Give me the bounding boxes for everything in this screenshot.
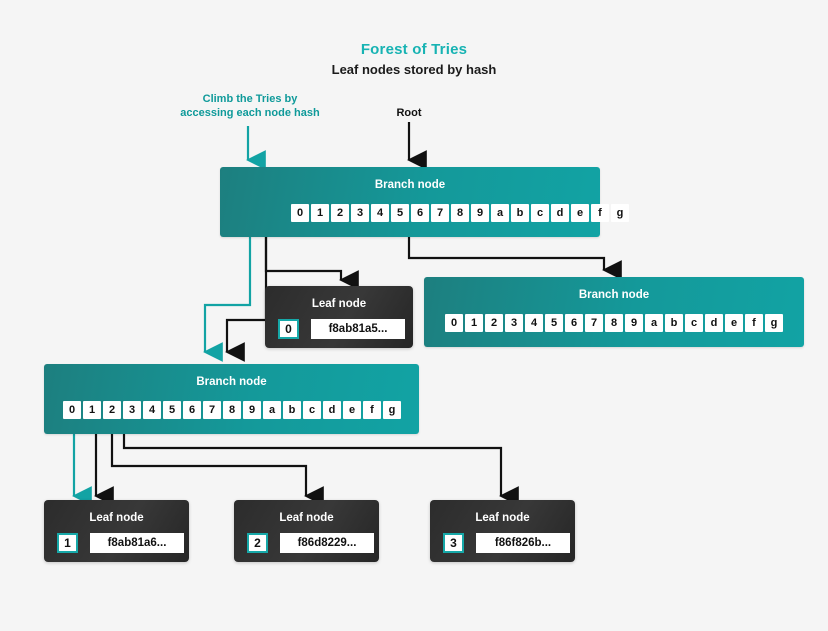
leaf-node-row: 0 f8ab81a5... xyxy=(278,319,405,339)
branch-cell-2[interactable]: 2 xyxy=(103,401,121,419)
branch-cell-4[interactable]: 4 xyxy=(525,314,543,332)
leaf-node-row: 3 f86f826b... xyxy=(443,533,570,553)
branch-cell-2[interactable]: 2 xyxy=(485,314,503,332)
branch-cell-8[interactable]: 8 xyxy=(223,401,241,419)
leaf-hash-value[interactable]: f8ab81a5... xyxy=(311,319,405,339)
leaf-node-row: 2 f86d8229... xyxy=(247,533,374,553)
branch-cell-6[interactable]: 6 xyxy=(411,204,429,222)
wire-root-cell0-to-left-branch xyxy=(203,228,252,362)
branch-cell-c[interactable]: c xyxy=(303,401,321,419)
branch-cell-5[interactable]: 5 xyxy=(545,314,563,332)
leaf-index-cell[interactable]: 3 xyxy=(443,533,464,553)
branch-cell-7[interactable]: 7 xyxy=(203,401,221,419)
branch-cell-9[interactable]: 9 xyxy=(243,401,261,419)
leaf-node-title: Leaf node xyxy=(311,298,367,310)
branch-cell-b[interactable]: b xyxy=(665,314,683,332)
branch-cell-2[interactable]: 2 xyxy=(331,204,349,222)
leaf-hash-value[interactable]: f86d8229... xyxy=(280,533,374,553)
branch-cell-row: 0 1 2 3 4 5 6 7 8 9 a b c d e f g xyxy=(445,314,783,332)
wire-left-cell2-to-leaf2 xyxy=(110,427,324,506)
branch-cell-5[interactable]: 5 xyxy=(163,401,181,419)
branch-cell-f[interactable]: f xyxy=(363,401,381,419)
branch-cell-d[interactable]: d xyxy=(551,204,569,222)
wire-left-cell3-to-leaf3 xyxy=(122,427,519,506)
branch-cell-7[interactable]: 7 xyxy=(585,314,603,332)
leaf-index-cell[interactable]: 0 xyxy=(278,319,299,339)
wire-root-cell1-to-left-branch xyxy=(225,228,268,362)
leaf-node-title: Leaf node xyxy=(475,512,530,524)
branch-cell-9[interactable]: 9 xyxy=(625,314,643,332)
branch-cell-3[interactable]: 3 xyxy=(123,401,141,419)
branch-cell-4[interactable]: 4 xyxy=(143,401,161,419)
branch-node-left[interactable]: Branch node 0 1 2 3 4 5 6 7 8 9 a b c d … xyxy=(44,364,419,434)
leaf-node-title: Leaf node xyxy=(279,512,334,524)
branch-cell-1[interactable]: 1 xyxy=(465,314,483,332)
leaf-node-1[interactable]: Leaf node 1 f8ab81a6... xyxy=(44,500,189,562)
branch-node-right[interactable]: Branch node 0 1 2 3 4 5 6 7 8 9 a b c d … xyxy=(424,277,804,347)
branch-cell-8[interactable]: 8 xyxy=(451,204,469,222)
branch-cell-g[interactable]: g xyxy=(611,204,629,222)
leaf-node-2[interactable]: Leaf node 2 f86d8229... xyxy=(234,500,379,562)
branch-cell-b[interactable]: b xyxy=(511,204,529,222)
branch-cell-f[interactable]: f xyxy=(745,314,763,332)
branch-node-root[interactable]: Branch node 0 1 2 3 4 5 6 7 8 9 a b c d … xyxy=(220,167,629,237)
branch-cell-5[interactable]: 5 xyxy=(391,204,409,222)
branch-cell-a[interactable]: a xyxy=(263,401,281,419)
branch-cell-7[interactable]: 7 xyxy=(431,204,449,222)
annotation-climb: Climb the Tries by accessing each node h… xyxy=(160,92,340,120)
annotation-climb-line2: accessing each node hash xyxy=(180,107,320,119)
branch-cell-g[interactable]: g xyxy=(383,401,401,419)
branch-cell-a[interactable]: a xyxy=(645,314,663,332)
leaf-node-row: 1 f8ab81a6... xyxy=(57,533,184,553)
leaf-index-cell[interactable]: 2 xyxy=(247,533,268,553)
branch-cell-g[interactable]: g xyxy=(765,314,783,332)
page-subtitle: Leaf nodes stored by hash xyxy=(331,62,497,77)
leaf-hash-value[interactable]: f86f826b... xyxy=(476,533,570,553)
branch-cell-b[interactable]: b xyxy=(283,401,301,419)
page-title: Forest of Tries xyxy=(360,41,468,58)
leaf-index-cell[interactable]: 1 xyxy=(57,533,78,553)
branch-cell-6[interactable]: 6 xyxy=(565,314,583,332)
branch-cell-row: 0 1 2 3 4 5 6 7 8 9 a b c d e f g xyxy=(291,204,629,222)
branch-cell-f[interactable]: f xyxy=(591,204,609,222)
branch-cell-8[interactable]: 8 xyxy=(605,314,623,332)
branch-cell-0[interactable]: 0 xyxy=(445,314,463,332)
branch-cell-c[interactable]: c xyxy=(685,314,703,332)
branch-cell-1[interactable]: 1 xyxy=(311,204,329,222)
branch-cell-a[interactable]: a xyxy=(491,204,509,222)
branch-cell-d[interactable]: d xyxy=(323,401,341,419)
branch-cell-1[interactable]: 1 xyxy=(83,401,101,419)
branch-cell-0[interactable]: 0 xyxy=(63,401,81,419)
branch-cell-3[interactable]: 3 xyxy=(505,314,523,332)
leaf-hash-value[interactable]: f8ab81a6... xyxy=(90,533,184,553)
branch-cell-e[interactable]: e xyxy=(725,314,743,332)
branch-cell-e[interactable]: e xyxy=(571,204,589,222)
branch-node-title: Branch node xyxy=(578,289,650,301)
branch-cell-3[interactable]: 3 xyxy=(351,204,369,222)
leaf-node-0[interactable]: Leaf node 0 f8ab81a5... xyxy=(265,286,413,348)
leaf-node-title: Leaf node xyxy=(89,512,144,524)
branch-cell-d[interactable]: d xyxy=(705,314,723,332)
branch-cell-6[interactable]: 6 xyxy=(183,401,201,419)
branch-cell-9[interactable]: 9 xyxy=(471,204,489,222)
branch-node-title: Branch node xyxy=(196,376,267,388)
branch-cell-row: 0 1 2 3 4 5 6 7 8 9 a b c d e f g xyxy=(63,401,401,419)
branch-node-title: Branch node xyxy=(374,179,446,191)
leaf-node-3[interactable]: Leaf node 3 f86f826b... xyxy=(430,500,575,562)
branch-cell-c[interactable]: c xyxy=(531,204,549,222)
branch-cell-0[interactable]: 0 xyxy=(291,204,309,222)
branch-cell-e[interactable]: e xyxy=(343,401,361,419)
annotation-root: Root xyxy=(396,107,422,119)
annotation-climb-line1: Climb the Tries by xyxy=(202,93,298,105)
branch-cell-4[interactable]: 4 xyxy=(371,204,389,222)
